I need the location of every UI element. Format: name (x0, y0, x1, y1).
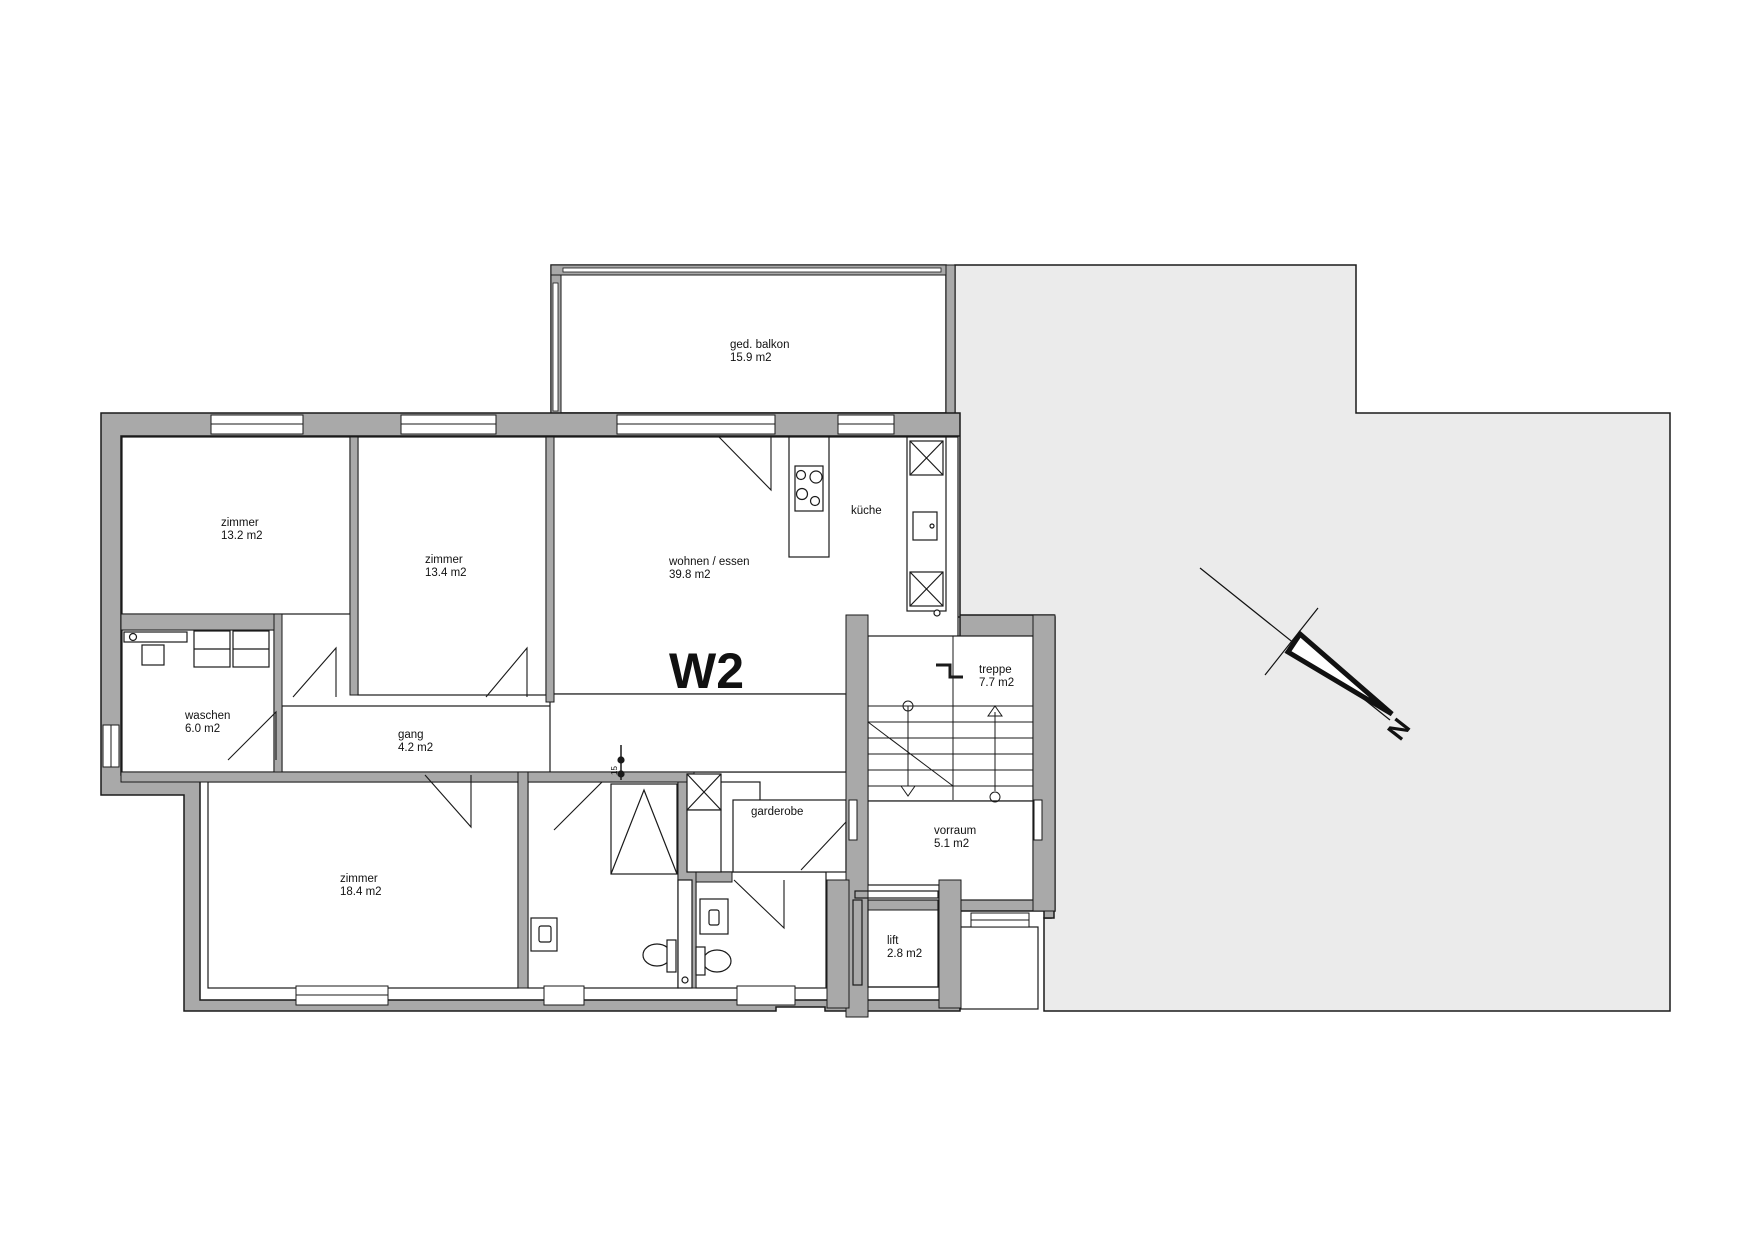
windows (102, 414, 1043, 1006)
room-labels: ged. balkon 15.9 m2 zimmer 13.2 m2 zimme… (184, 339, 1416, 960)
room-name-vorraum: vorraum (934, 825, 976, 837)
room-name-kueche: küche (851, 505, 882, 517)
room-area-wohnen: 39.8 m2 (669, 569, 711, 581)
room-name-zimmer-2: zimmer (425, 554, 463, 566)
room-area-zimmer-2: 13.4 m2 (425, 567, 467, 579)
room-area-lift: 2.8 m2 (887, 948, 922, 960)
laundry-appliances (123, 630, 270, 668)
room-name-garderobe: garderobe (751, 806, 803, 818)
terrace-area (954, 264, 1671, 1012)
room-name-balkon: ged. balkon (730, 339, 789, 351)
kitchen-island (788, 436, 830, 558)
bathroom-fixtures (530, 879, 732, 989)
room-fills (121, 436, 1039, 1010)
room-name-gang: gang (398, 729, 424, 741)
room-name-treppe: treppe (979, 664, 1012, 676)
room-area-gang: 4.2 m2 (398, 742, 433, 754)
room-name-zimmer-3: zimmer (340, 873, 378, 885)
room-area-treppe: 7.7 m2 (979, 677, 1014, 689)
room-name-waschen: waschen (184, 710, 230, 722)
unit-label: W2 (669, 643, 744, 699)
room-name-zimmer-1: zimmer (221, 517, 259, 529)
doors (227, 436, 847, 930)
north-arrow (1199, 567, 1394, 721)
elevator (852, 890, 939, 988)
room-area-waschen: 6.0 m2 (185, 723, 220, 735)
dimension-note: 15 (610, 766, 619, 775)
kitchen-counter (906, 436, 947, 617)
room-area-vorraum: 5.1 m2 (934, 838, 969, 850)
room-area-balkon: 15.9 m2 (730, 352, 772, 364)
room-name-lift: lift (887, 935, 899, 947)
room-area-zimmer-3: 18.4 m2 (340, 886, 382, 898)
room-name-wohnen: wohnen / essen (668, 556, 750, 568)
wardrobe (610, 745, 722, 875)
staircase (867, 636, 1033, 803)
room-area-zimmer-1: 13.2 m2 (221, 530, 263, 542)
